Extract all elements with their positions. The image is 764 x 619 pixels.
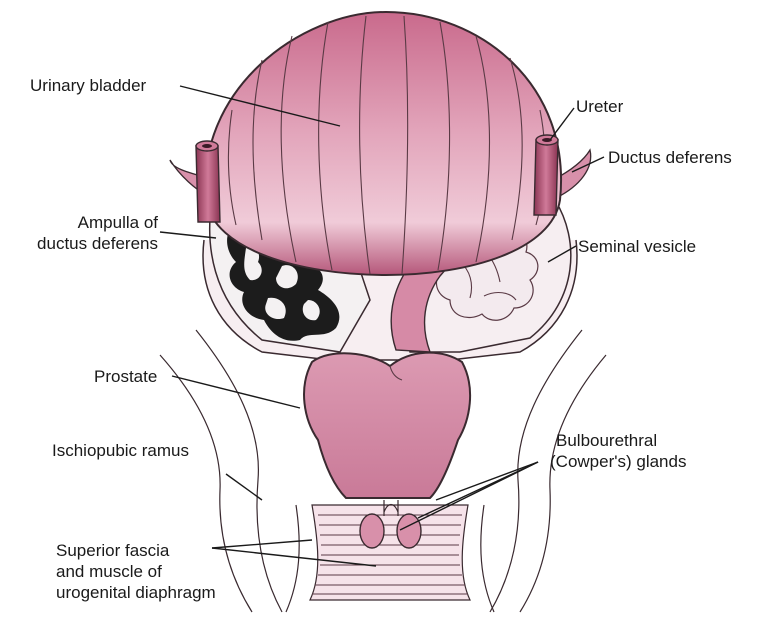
urogenital-diaphragm — [286, 505, 494, 612]
label-text: and muscle of — [56, 561, 216, 582]
label-text: Ureter — [576, 96, 623, 117]
ureter-right — [534, 135, 558, 215]
label-prostate: Prostate — [94, 366, 157, 387]
prostate — [304, 353, 470, 498]
urinary-bladder — [205, 12, 561, 275]
label-text: Superior fascia — [56, 540, 216, 561]
label-text: ductus deferens — [4, 233, 158, 254]
label-ureter: Ureter — [576, 96, 623, 117]
label-text: Ductus deferens — [608, 147, 732, 168]
label-ductus-deferens: Ductus deferens — [608, 147, 732, 168]
label-text: Prostate — [94, 366, 157, 387]
label-text: (Cowper's) glands — [550, 451, 686, 472]
label-text: Urinary bladder — [30, 75, 146, 96]
label-text: Ampulla of — [4, 212, 158, 233]
label-text: Seminal vesicle — [578, 236, 696, 257]
label-ampulla: Ampulla of ductus deferens — [4, 212, 158, 254]
label-text: urogenital diaphragm — [56, 582, 216, 603]
label-ischiopubic-ramus: Ischiopubic ramus — [52, 440, 189, 461]
ureter-left — [196, 141, 220, 222]
label-seminal-vesicle: Seminal vesicle — [578, 236, 696, 257]
label-text: Ischiopubic ramus — [52, 440, 189, 461]
label-bulbourethral: Bulbourethral (Cowper's) glands — [550, 430, 686, 472]
label-text: Bulbourethral — [550, 430, 686, 451]
label-urogenital-diaphragm: Superior fascia and muscle of urogenital… — [56, 540, 216, 603]
label-urinary-bladder: Urinary bladder — [30, 75, 146, 96]
